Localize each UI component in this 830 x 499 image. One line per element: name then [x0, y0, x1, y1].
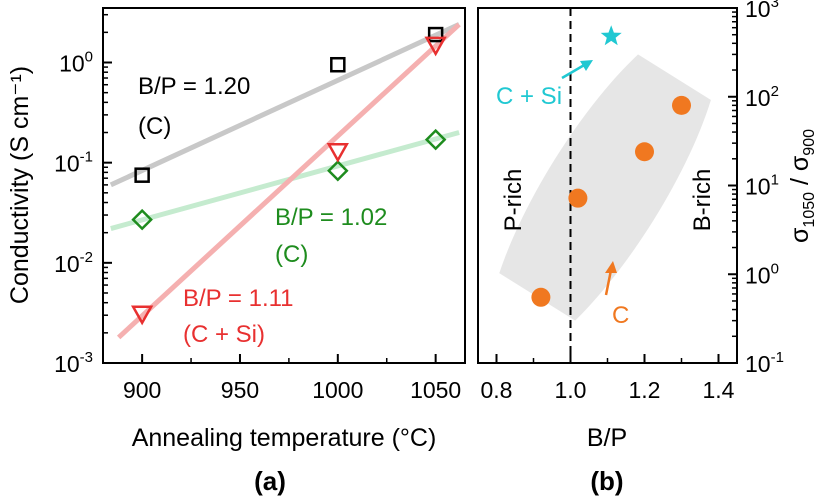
panel-b: 0.8 1.0 1.2 1.4 10-1 100 101 102 103 B/P σ1050 … — [477, 0, 818, 496]
series-label-bp120: B/P = 1.20 — [138, 73, 250, 100]
arrowhead-c — [605, 261, 617, 273]
data-point-b-series-0-0 — [531, 287, 551, 307]
b-x-tick-label-2: 1.2 — [629, 377, 661, 403]
series-label-c-si: C + Si — [496, 83, 562, 110]
data-point-series-1-1 — [327, 160, 349, 182]
data-point-series-0-0 — [134, 167, 150, 183]
b-y-tick-label-1: 100 — [745, 260, 779, 288]
data-point-b-series-0-3 — [672, 95, 691, 115]
panel-b-y-axis-label: σ1050 / σ900 — [786, 129, 818, 243]
x-tick-label-3: 1050 — [410, 377, 461, 403]
y-tick-label-2: 10-1 — [54, 149, 93, 177]
panel-b-label: (b) — [590, 466, 623, 496]
y-tick-label-3: 100 — [59, 48, 93, 76]
series-sublabel-bp111: (C + Si) — [183, 321, 265, 348]
region-label-b-rich: B-rich — [689, 169, 716, 232]
series-label-bp111: B/P = 1.11 — [183, 285, 294, 312]
data-point-series-2-1 — [326, 143, 349, 163]
trend-ellipse — [488, 19, 720, 361]
arrow-c-si — [561, 62, 587, 80]
fit-line-series-2 — [116, 22, 461, 340]
x-tick-label-0: 900 — [123, 377, 161, 403]
panel-a-y-axis-label: Conductivity (S cm⁻¹) — [6, 66, 34, 304]
fit-line-series-0 — [109, 22, 461, 188]
fit-line-series-1 — [110, 130, 460, 231]
panel-a-label: (a) — [254, 466, 286, 496]
b-y-tick-label-2: 101 — [745, 172, 779, 200]
y-tick-label-1: 10-2 — [54, 249, 93, 277]
y-tick-label-0: 10-3 — [54, 349, 93, 377]
panel-b-x-axis-label: B/P — [587, 424, 627, 452]
arrow-c — [604, 269, 613, 296]
b-y-tick-label-3: 102 — [745, 83, 779, 111]
b-x-tick-label-1: 1.0 — [555, 377, 587, 403]
b-x-tick-label-0: 0.8 — [481, 377, 513, 403]
series-sublabel-bp102: (C) — [275, 241, 308, 268]
data-point-series-2-2 — [424, 36, 447, 57]
region-label-p-rich: P-rich — [500, 169, 527, 232]
arrowhead-c-si — [580, 60, 593, 71]
panel-a: 900 950 1000 1050 10-3 10-2 10-1 100 Annealing… — [6, 7, 466, 496]
data-point-b-series-0-2 — [635, 142, 654, 162]
data-point-b-series-1-0 — [600, 25, 622, 46]
data-point-series-0-2 — [427, 26, 444, 43]
data-point-series-1-2 — [424, 128, 447, 151]
data-point-b-series-0-1 — [568, 188, 588, 208]
panel-a-x-axis-label: Annealing temperature (°C) — [132, 424, 437, 452]
b-y-tick-label-0: 10-1 — [745, 349, 784, 377]
series-label-bp102: B/P = 1.02 — [275, 204, 387, 231]
x-tick-label-2: 1000 — [312, 377, 363, 403]
series-label-c: C — [612, 302, 629, 329]
data-point-series-2-0 — [130, 305, 154, 326]
data-point-series-0-1 — [330, 56, 346, 73]
x-tick-label-1: 950 — [221, 377, 259, 403]
b-y-tick-label-4: 103 — [745, 0, 779, 22]
series-sublabel-bp120: (C) — [138, 113, 171, 140]
data-point-series-1-0 — [131, 208, 153, 231]
b-x-tick-label-3: 1.4 — [703, 377, 735, 403]
